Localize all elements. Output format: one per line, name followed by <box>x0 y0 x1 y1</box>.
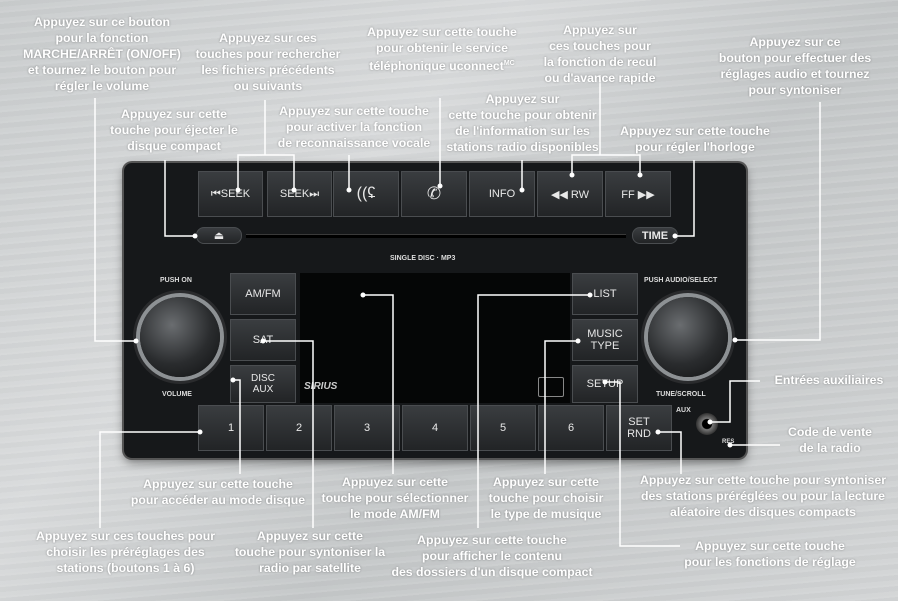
label-audio: Appuyez sur ce bouton pour effectuer des… <box>718 35 872 97</box>
push-on-label: PUSH ON <box>160 277 192 284</box>
setup-button[interactable]: SETUP <box>572 365 638 403</box>
preset-6-button[interactable]: 6 <box>538 405 604 451</box>
music-type-button[interactable]: MUSIC TYPE <box>572 319 638 361</box>
preset-1-button[interactable]: 1 <box>198 405 264 451</box>
phone-button[interactable]: ✆ <box>401 171 467 217</box>
aux-label: AUX <box>676 407 691 414</box>
tune-knob[interactable] <box>648 297 728 377</box>
info-button[interactable]: INFO <box>469 171 535 217</box>
label-amfm: Appuyez sur cette touche pour sélectionn… <box>321 475 469 521</box>
label-folders: Appuyez sur cette touche pour afficher l… <box>391 533 593 579</box>
phone-icon: ✆ <box>426 184 442 203</box>
label-music-type: Appuyez sur cette touche pour choisir le… <box>488 475 604 521</box>
label-sat: Appuyez sur cette touche pour syntoniser… <box>234 529 386 575</box>
single-disc-label: SINGLE DISC · MP3 <box>390 255 456 262</box>
ff-button[interactable]: FF ▶▶ <box>605 171 671 217</box>
tune-scroll-label: TUNE/SCROLL <box>656 391 706 398</box>
label-clock: Appuyez sur cette touche pour régler l'h… <box>620 124 770 154</box>
aux-jack[interactable] <box>696 413 718 435</box>
set-rnd-button[interactable]: SET RND <box>606 405 672 451</box>
label-aux: Entrées auxiliaires <box>774 373 884 387</box>
label-sales-code: Code de vente de la radio <box>787 425 873 455</box>
sirius-logo: SIRIUS <box>304 381 338 392</box>
volume-label: VOLUME <box>162 391 192 398</box>
eject-button[interactable]: ⏏ <box>196 227 242 244</box>
volume-knob[interactable] <box>140 297 220 377</box>
label-rw-ff: Appuyez sur ces touches pour la fonction… <box>543 23 657 85</box>
time-button[interactable]: TIME <box>632 227 678 244</box>
sat-button[interactable]: SAT <box>230 319 296 361</box>
preset-2-button[interactable]: 2 <box>266 405 332 451</box>
label-setup: Appuyez sur cette touche pour les foncti… <box>684 539 856 569</box>
voice-icon: ((ʢ <box>356 185 376 202</box>
amfm-button[interactable]: AM/FM <box>230 273 296 315</box>
push-audio-label: PUSH AUDIO/SELECT <box>644 277 718 284</box>
label-info: Appuyez sur cette touche pour obtenir de… <box>446 92 599 154</box>
label-phone: Appuyez sur cette touche pour obtenir le… <box>367 25 517 74</box>
res-label: RES <box>722 439 735 445</box>
disc-aux-button[interactable]: DISC AUX <box>230 365 296 403</box>
label-disc-mode: Appuyez sur cette touche pour accéder au… <box>130 477 306 507</box>
seek-forward-button[interactable]: SEEK⏭ <box>267 171 332 217</box>
preset-5-button[interactable]: 5 <box>470 405 536 451</box>
label-eject: Appuyez sur cette touche pour éjecter le… <box>110 107 238 153</box>
preset-4-button[interactable]: 4 <box>402 405 468 451</box>
label-power: Appuyez sur ce bouton pour la fonction M… <box>23 15 181 93</box>
list-button[interactable]: LIST <box>572 273 638 315</box>
label-seek: Appuyez sur ces touches pour rechercher … <box>195 31 341 93</box>
rw-button[interactable]: ◀◀ RW <box>537 171 603 217</box>
label-set-rnd: Appuyez sur cette touche pour syntoniser… <box>640 473 886 519</box>
cd-slot <box>246 234 626 238</box>
seek-back-button[interactable]: ⏮SEEK <box>198 171 263 217</box>
label-presets: Appuyez sur ces touches pour choisir les… <box>35 529 216 575</box>
label-voice: Appuyez sur cette touche pour activer la… <box>277 104 431 150</box>
display-screen <box>300 273 570 403</box>
preset-3-button[interactable]: 3 <box>334 405 400 451</box>
cd-logo-icon <box>538 377 564 397</box>
voice-button[interactable]: ((ʢ <box>333 171 399 217</box>
radio-unit: ⏮SEEK SEEK⏭ ((ʢ ✆ INFO ◀◀ RW FF ▶▶ ⏏ TIM… <box>124 163 746 458</box>
